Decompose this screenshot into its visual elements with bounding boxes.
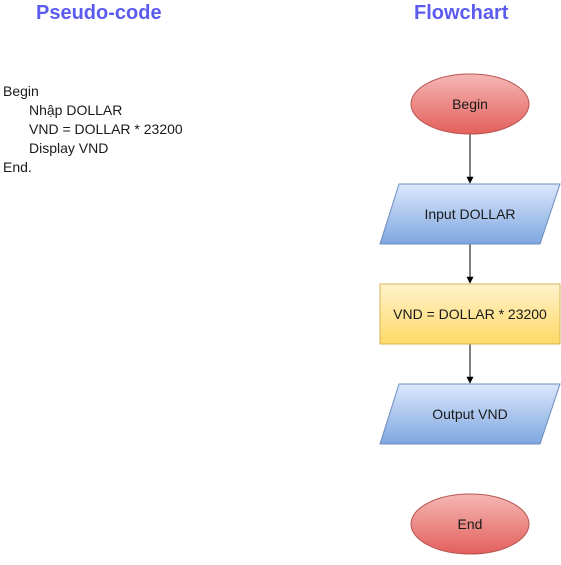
pseudo-line-input: Nhập DOLLAR: [29, 102, 123, 118]
flowchart-heading: Flowchart: [414, 2, 509, 24]
process-node: VND = DOLLAR * 23200: [379, 283, 561, 345]
output-node: Output VND: [379, 383, 561, 445]
pseudo-code-block: Begin Nhập DOLLAR VND = DOLLAR * 23200 D…: [3, 82, 183, 177]
pseudo-line-end: End.: [3, 159, 32, 175]
end-node: End: [410, 493, 530, 555]
output-node-label: Output VND: [432, 406, 507, 422]
end-node-label: End: [458, 516, 483, 532]
input-node: Input DOLLAR: [379, 183, 561, 245]
input-node-label: Input DOLLAR: [424, 206, 515, 222]
pseudo-line-compute: VND = DOLLAR * 23200: [29, 121, 183, 137]
begin-node: Begin: [410, 73, 530, 135]
process-node-label: VND = DOLLAR * 23200: [393, 306, 547, 322]
pseudo-line-begin: Begin: [3, 83, 39, 99]
pseudo-line-display: Display VND: [29, 140, 109, 156]
pseudo-code-heading: Pseudo-code: [36, 2, 162, 24]
begin-node-label: Begin: [452, 96, 488, 112]
